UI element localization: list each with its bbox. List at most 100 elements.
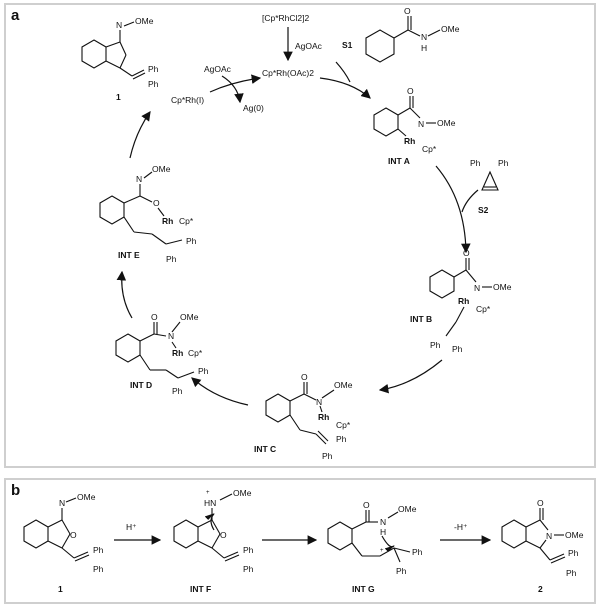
b1-ph1: Ph [93,545,104,555]
inta-n: N [418,119,424,129]
step1-label: H⁺ [126,522,137,532]
s2-ph1: Ph [470,158,481,168]
intb-n: N [474,283,480,293]
b1-ph2: Ph [93,564,104,574]
bf-hn: HN [204,498,216,508]
s1-molecule: O N H OMe [365,6,460,63]
int-c: O N OMe Rh Cp* Ph Ph INT C [254,372,353,461]
inte-ome: OMe [152,164,171,174]
intc-n: N [316,397,322,407]
p1-ph1: Ph [148,64,159,74]
intd-ph1: Ph [198,366,209,376]
bf-ome: OMe [233,488,252,498]
intb-ome: OMe [493,282,512,292]
intb-ph1: Ph [430,340,441,350]
cycle-arrow-2 [435,165,471,254]
intc-rh: Rh [318,412,329,422]
intd-n: N [168,331,174,341]
s1-h: H [421,43,427,53]
intb-rh: Rh [458,296,469,306]
b-int-g: O N H OMe + Ph Ph INT G [327,500,423,594]
inte-cp: Cp* [179,216,194,226]
intb-label: INT B [410,314,432,324]
bf-ph1: Ph [243,545,254,555]
p1-n: N [116,20,122,30]
bf-ph2: Ph [243,564,254,574]
intb-cp: Cp* [476,304,491,314]
s1-n: N [421,32,427,42]
p1-ome: OMe [135,16,154,26]
intc-o: O [301,372,308,382]
s1-o: O [404,6,411,16]
intc-ph2: Ph [322,451,333,461]
inte-o: O [153,198,160,208]
reoxidation-arrow [209,74,262,93]
active-catalyst-label: Cp*Rh(OAc)2 [262,68,314,78]
bg-h: H [380,527,386,537]
b2-ph2: Ph [566,568,577,578]
s2-join-arrow [461,189,479,213]
intc-ome: OMe [334,380,353,390]
push-arrow-g [381,535,395,552]
inta-ome: OMe [437,118,456,128]
bg-ome: OMe [398,504,417,514]
bg-plus: + [380,548,384,554]
b2-n: N [546,531,552,541]
rh1-label: Cp*Rh(I) [171,95,204,105]
agoac-left-label: AgOAc [204,64,232,74]
p1-label: 1 [116,92,121,102]
b2-ome: OMe [565,530,584,540]
bf-o: O [220,530,227,540]
int-a: O N OMe Rh Cp* INT A [373,86,456,166]
inta-label: INT A [388,156,410,166]
bg-o: O [363,500,370,510]
panel-a: a [4,3,596,468]
p1-ph2: Ph [148,79,159,89]
cycle-arrow-3 [378,359,443,394]
inta-rh: Rh [404,136,415,146]
b1-o: O [70,530,77,540]
cycle-arrow-5 [116,270,133,319]
int-d: O N OMe Rh Cp* Ph Ph INT D [115,312,209,396]
b1-ome: OMe [77,492,96,502]
panel-a-label: a [11,7,20,24]
inta-cp: Cp* [422,144,437,154]
bg-label: INT G [352,584,375,594]
intd-ome: OMe [180,312,199,322]
intd-o: O [151,312,158,322]
push-arrow-f [204,513,215,531]
intd-rh: Rh [172,348,183,358]
b-int-f: HN + OMe O Ph Ph INT F [173,488,254,594]
ag0-label: Ag(0) [243,103,264,113]
s2-label: S2 [478,205,489,215]
cycle-arrow-6 [129,111,151,159]
b2-o: O [537,498,544,508]
inta-o: O [407,86,414,96]
b-mol-1: N OMe O Ph Ph 1 [23,492,104,594]
b1-n: N [59,498,65,508]
panel-b-label: b [11,482,21,499]
bf-plus: + [206,490,210,496]
intc-ph1: Ph [336,434,347,444]
inte-ph1: Ph [186,236,197,246]
ag-reduction-arrow [221,75,244,104]
intd-cp: Cp* [188,348,203,358]
b2-label: 2 [538,584,543,594]
intc-cp: Cp* [336,420,351,430]
inte-label: INT E [118,250,140,260]
inte-rh: Rh [162,216,173,226]
b1-label: 1 [58,584,63,594]
b2-ph1: Ph [568,548,579,558]
bf-label: INT F [190,584,211,594]
cycle-arrow-4 [191,377,249,406]
panel-b: b [4,478,596,604]
s2-ph2: Ph [498,158,509,168]
bg-ph2: Ph [396,566,407,576]
s1-ome: OMe [441,24,460,34]
catalyst-label: [Cp*RhCl2]2 [262,13,310,23]
intb-ph2: Ph [452,344,463,354]
int-e: N OMe O Rh Cp* Ph Ph INT E [99,164,197,264]
s1-join-arrow [335,61,351,83]
intc-label: INT C [254,444,276,454]
